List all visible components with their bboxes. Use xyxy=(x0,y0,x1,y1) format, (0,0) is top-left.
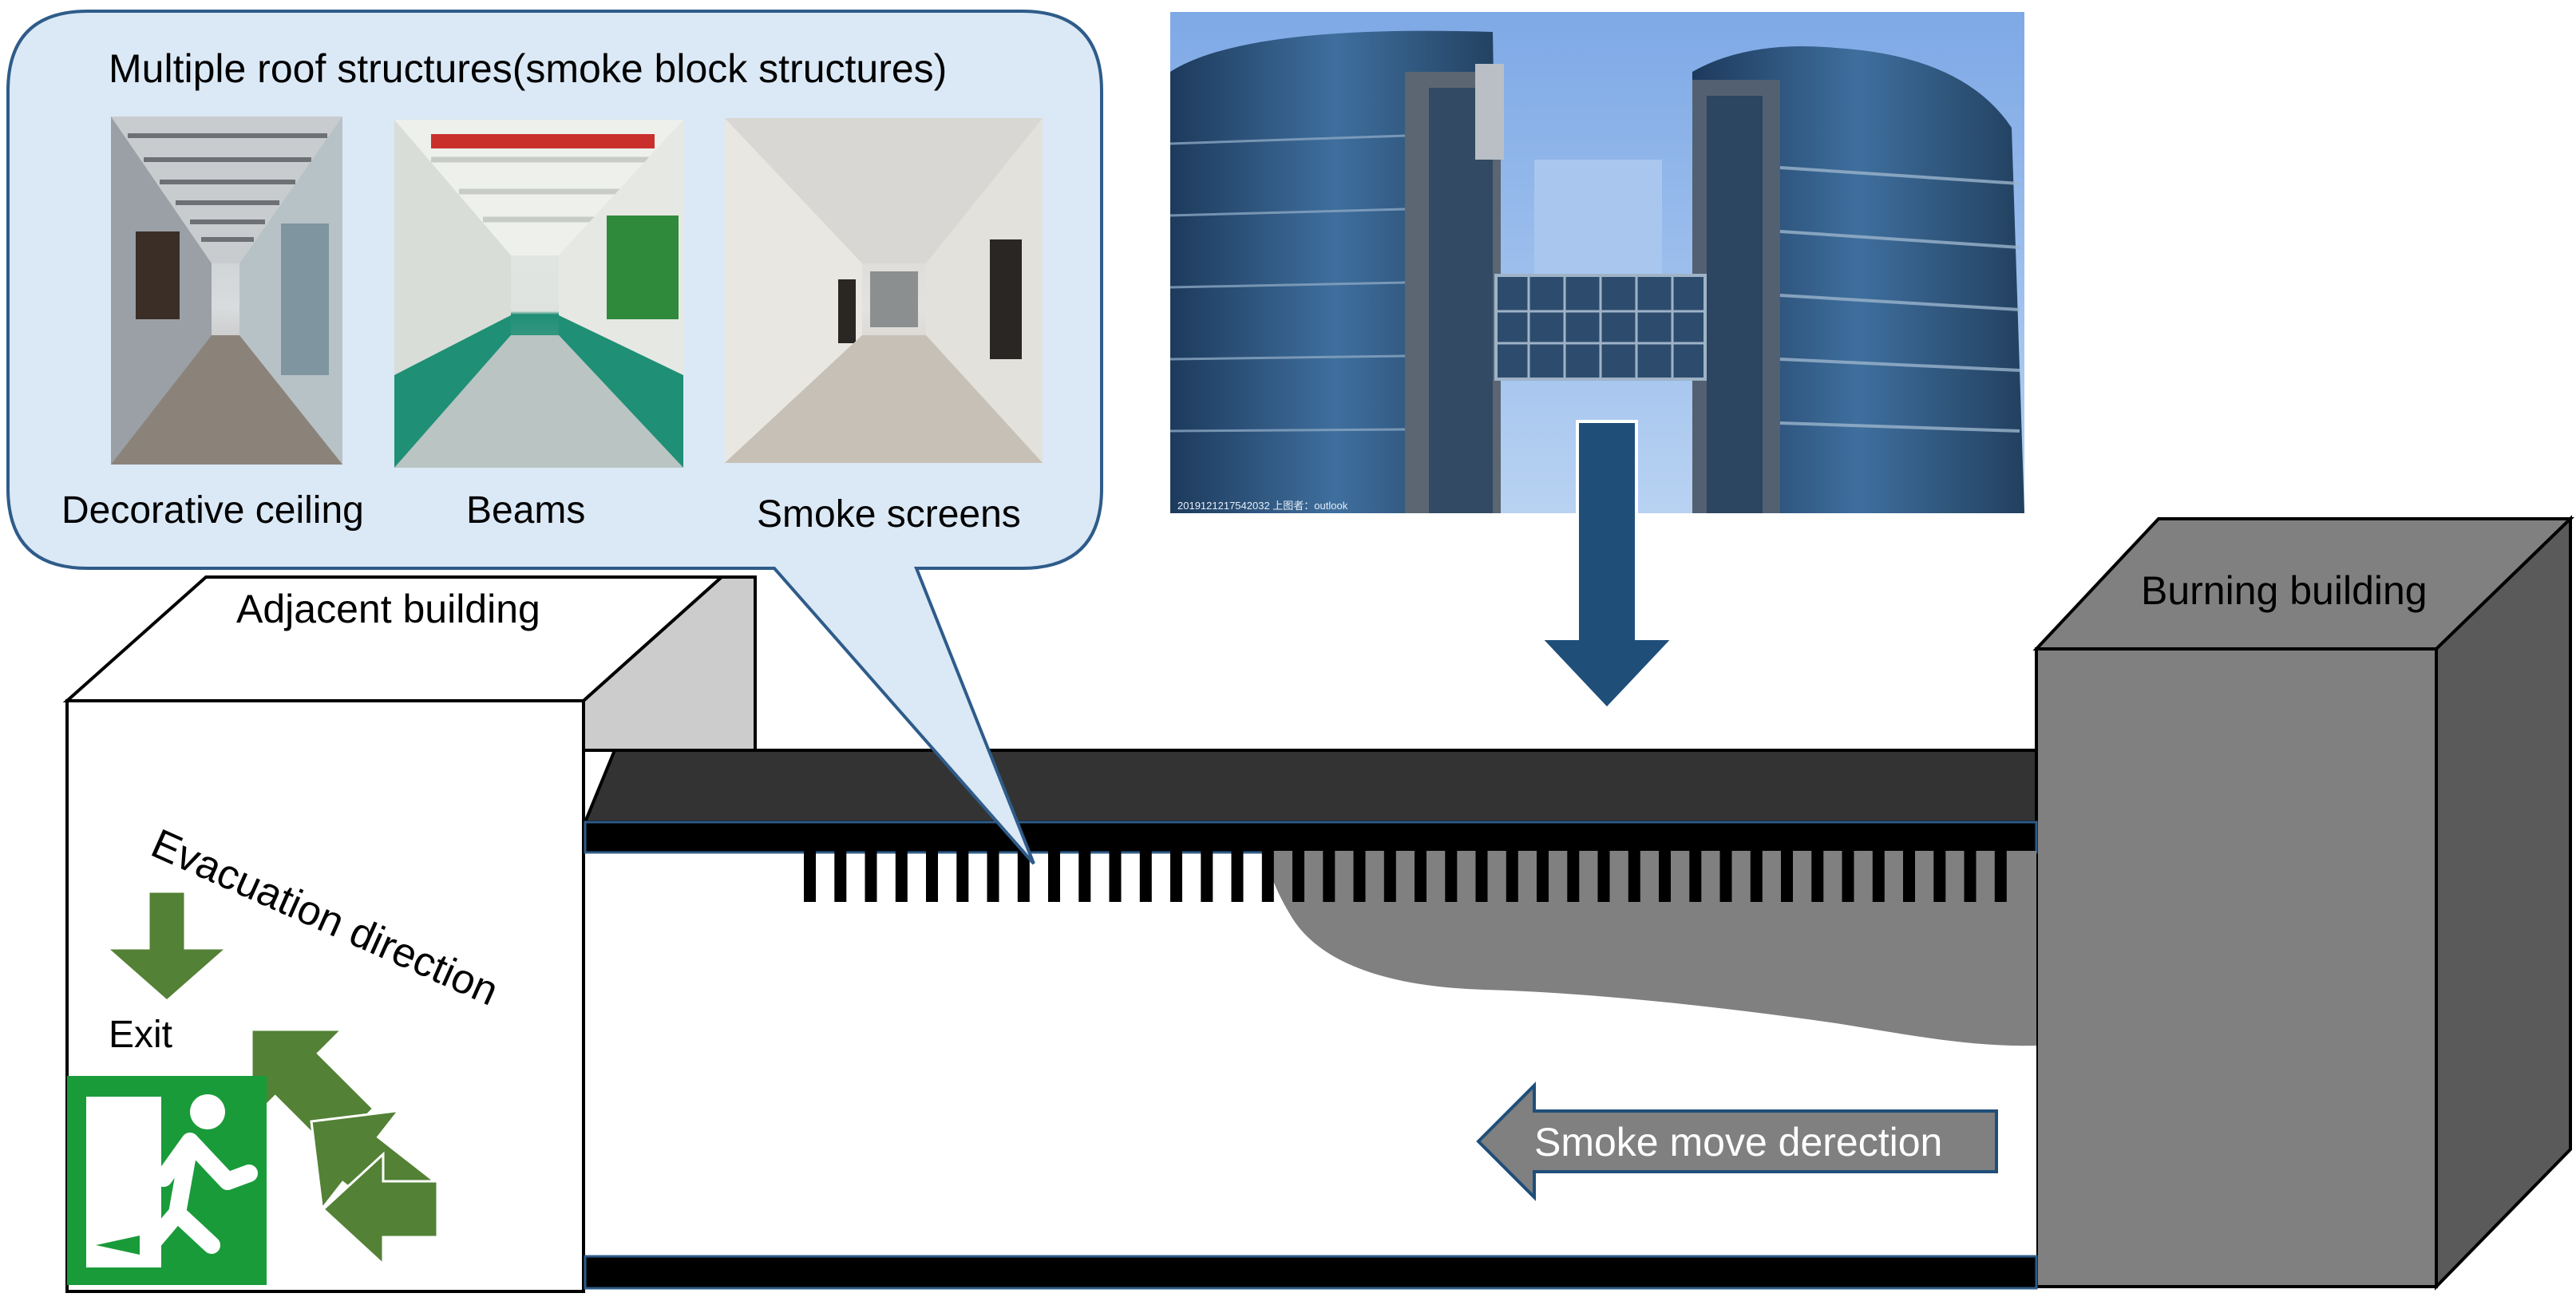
smoke-baffle xyxy=(1048,849,1060,902)
callout-bubble: Multiple roof structures(smoke block str… xyxy=(6,10,1103,865)
smoke-baffle xyxy=(1750,849,1763,902)
caption-decorative-ceiling: Decorative ceiling xyxy=(61,489,364,532)
smoke-baffle xyxy=(1903,849,1915,902)
green-arrow-down-icon xyxy=(104,890,230,1002)
smoke-direction-arrow: Smoke move derection xyxy=(1476,1082,1998,1201)
smoke-baffle xyxy=(1383,849,1396,902)
smoke-baffle xyxy=(1537,849,1549,902)
burning-building-label: Burning building xyxy=(2141,568,2428,613)
smoke-baffle xyxy=(1628,849,1640,902)
smoke-baffle xyxy=(1109,849,1122,902)
smoke-baffle xyxy=(1811,849,1824,902)
smoke-baffle xyxy=(895,849,908,902)
smoke-baffle xyxy=(1231,849,1244,902)
smoke-baffle xyxy=(1597,849,1610,902)
smoke-baffle xyxy=(1567,849,1580,902)
smoke-baffle xyxy=(987,849,999,902)
smoke-baffle xyxy=(1445,849,1458,902)
corridor-roof-edge xyxy=(584,821,2038,854)
corridor xyxy=(583,749,2038,1290)
smoke-baffle xyxy=(1017,849,1030,902)
photo-watermark: 2019121217542032 上图者：outlook xyxy=(1177,500,1348,512)
smoke-baffle xyxy=(1139,849,1152,902)
exit-sign-icon xyxy=(67,1076,267,1285)
smoke-direction-label: Smoke move derection xyxy=(1534,1120,1942,1165)
adjacent-building-label: Adjacent building xyxy=(236,587,540,631)
corridor-roof-top xyxy=(583,749,2038,824)
burning-building-side xyxy=(2435,515,2572,1291)
smoke-baffle xyxy=(1689,849,1702,902)
callout-title: Multiple roof structures(smoke block str… xyxy=(109,46,947,91)
skybridge-photo: 2019121217542032 上图者：outlook xyxy=(1169,12,2024,514)
caption-beams: Beams xyxy=(466,489,585,532)
smoke-baffle xyxy=(834,849,847,902)
smoke-baffle xyxy=(926,849,938,902)
smoke-baffle xyxy=(1292,849,1304,902)
smoke-baffle xyxy=(1933,849,1946,902)
smoke-baffle xyxy=(1842,849,1854,902)
smoke-baffle xyxy=(1964,849,1977,902)
smoke-baffle xyxy=(1170,849,1182,902)
green-arrow-left-icon xyxy=(321,1151,439,1267)
burning-building-front xyxy=(2035,647,2438,1288)
down-arrow-icon xyxy=(1537,420,1677,711)
smoke-baffle xyxy=(1261,849,1274,902)
smoke-baffle xyxy=(1201,849,1213,902)
smoke-baffle xyxy=(1415,849,1426,902)
smoke-baffle xyxy=(1719,849,1732,902)
smoke-baffle xyxy=(1323,849,1335,902)
photo-beams xyxy=(394,120,683,468)
caption-smoke-screens: Smoke screens xyxy=(757,493,1021,536)
smoke-baffle xyxy=(1994,849,2007,902)
burning-building xyxy=(2032,515,2574,1291)
smoke-baffle xyxy=(1078,849,1091,902)
corridor-floor xyxy=(584,1255,2038,1290)
smoke-baffle xyxy=(1872,849,1885,902)
smoke-baffle xyxy=(804,849,816,902)
photo-smoke-screens xyxy=(725,118,1043,463)
smoke-baffle xyxy=(1659,849,1671,902)
exit-label: Exit xyxy=(109,1014,172,1056)
smoke-baffle xyxy=(1475,849,1488,902)
left-arrow-icon xyxy=(1476,1082,1998,1201)
smoke-baffle xyxy=(1353,849,1366,902)
smoke-baffle xyxy=(956,849,969,902)
smoke-baffle xyxy=(865,849,877,902)
smoke-baffle xyxy=(1781,849,1793,902)
smoke-baffle xyxy=(1506,849,1518,902)
smoke-baffles xyxy=(804,849,2007,902)
photo-decorative-ceiling xyxy=(111,117,342,465)
